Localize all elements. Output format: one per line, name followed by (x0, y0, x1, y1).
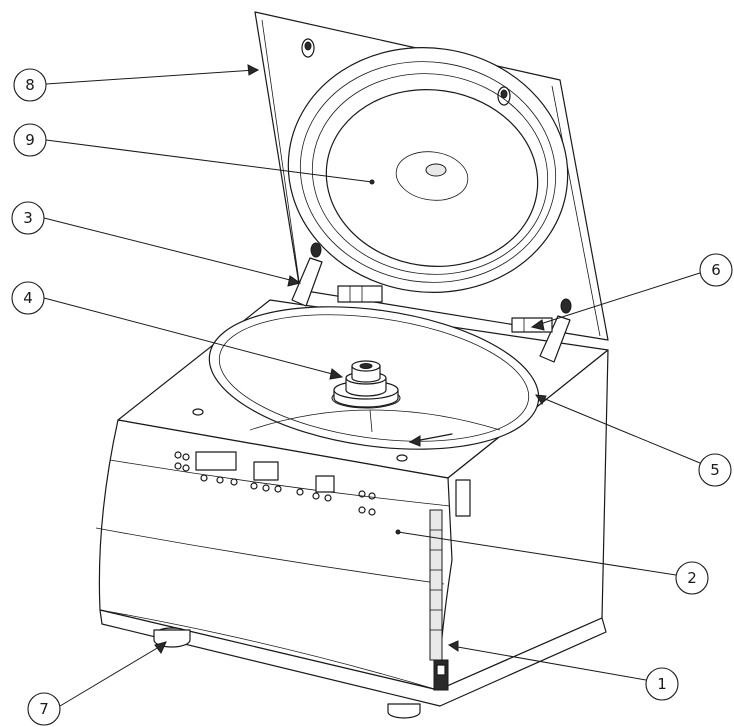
svg-text:7: 7 (39, 700, 49, 718)
display-window-2 (253, 461, 279, 481)
svg-text:5: 5 (710, 461, 720, 479)
control-panel (174, 451, 376, 516)
callout-2: 2 (675, 561, 709, 595)
callout-9: 9 (13, 123, 47, 157)
svg-text:4: 4 (23, 289, 33, 307)
lid-hook-right (497, 86, 511, 106)
display-window-3 (315, 475, 335, 493)
lid-hook-left (301, 38, 315, 58)
svg-text:6: 6 (711, 261, 721, 279)
svg-text:2: 2 (687, 569, 697, 587)
svg-text:9: 9 (25, 131, 35, 149)
rotor-spindle (331, 360, 401, 409)
callout-6: 6 (699, 253, 733, 287)
svg-text:1: 1 (657, 675, 667, 693)
power-switch (433, 659, 449, 691)
side-vent (429, 509, 443, 661)
leader-lines (43, 64, 704, 707)
callout-8: 8 (13, 68, 47, 102)
svg-text:8: 8 (25, 76, 35, 94)
callout-1: 1 (645, 667, 679, 701)
callout-7: 7 (27, 692, 61, 726)
callout-5: 5 (698, 453, 732, 487)
callout-3: 3 (11, 201, 45, 235)
display-window-1 (195, 451, 237, 471)
svg-text:3: 3 (23, 209, 33, 227)
callout-4: 4 (11, 281, 45, 315)
lid (254, 11, 609, 341)
side-connector (455, 479, 471, 517)
foot-right (387, 703, 421, 719)
hinge-left (291, 242, 383, 307)
